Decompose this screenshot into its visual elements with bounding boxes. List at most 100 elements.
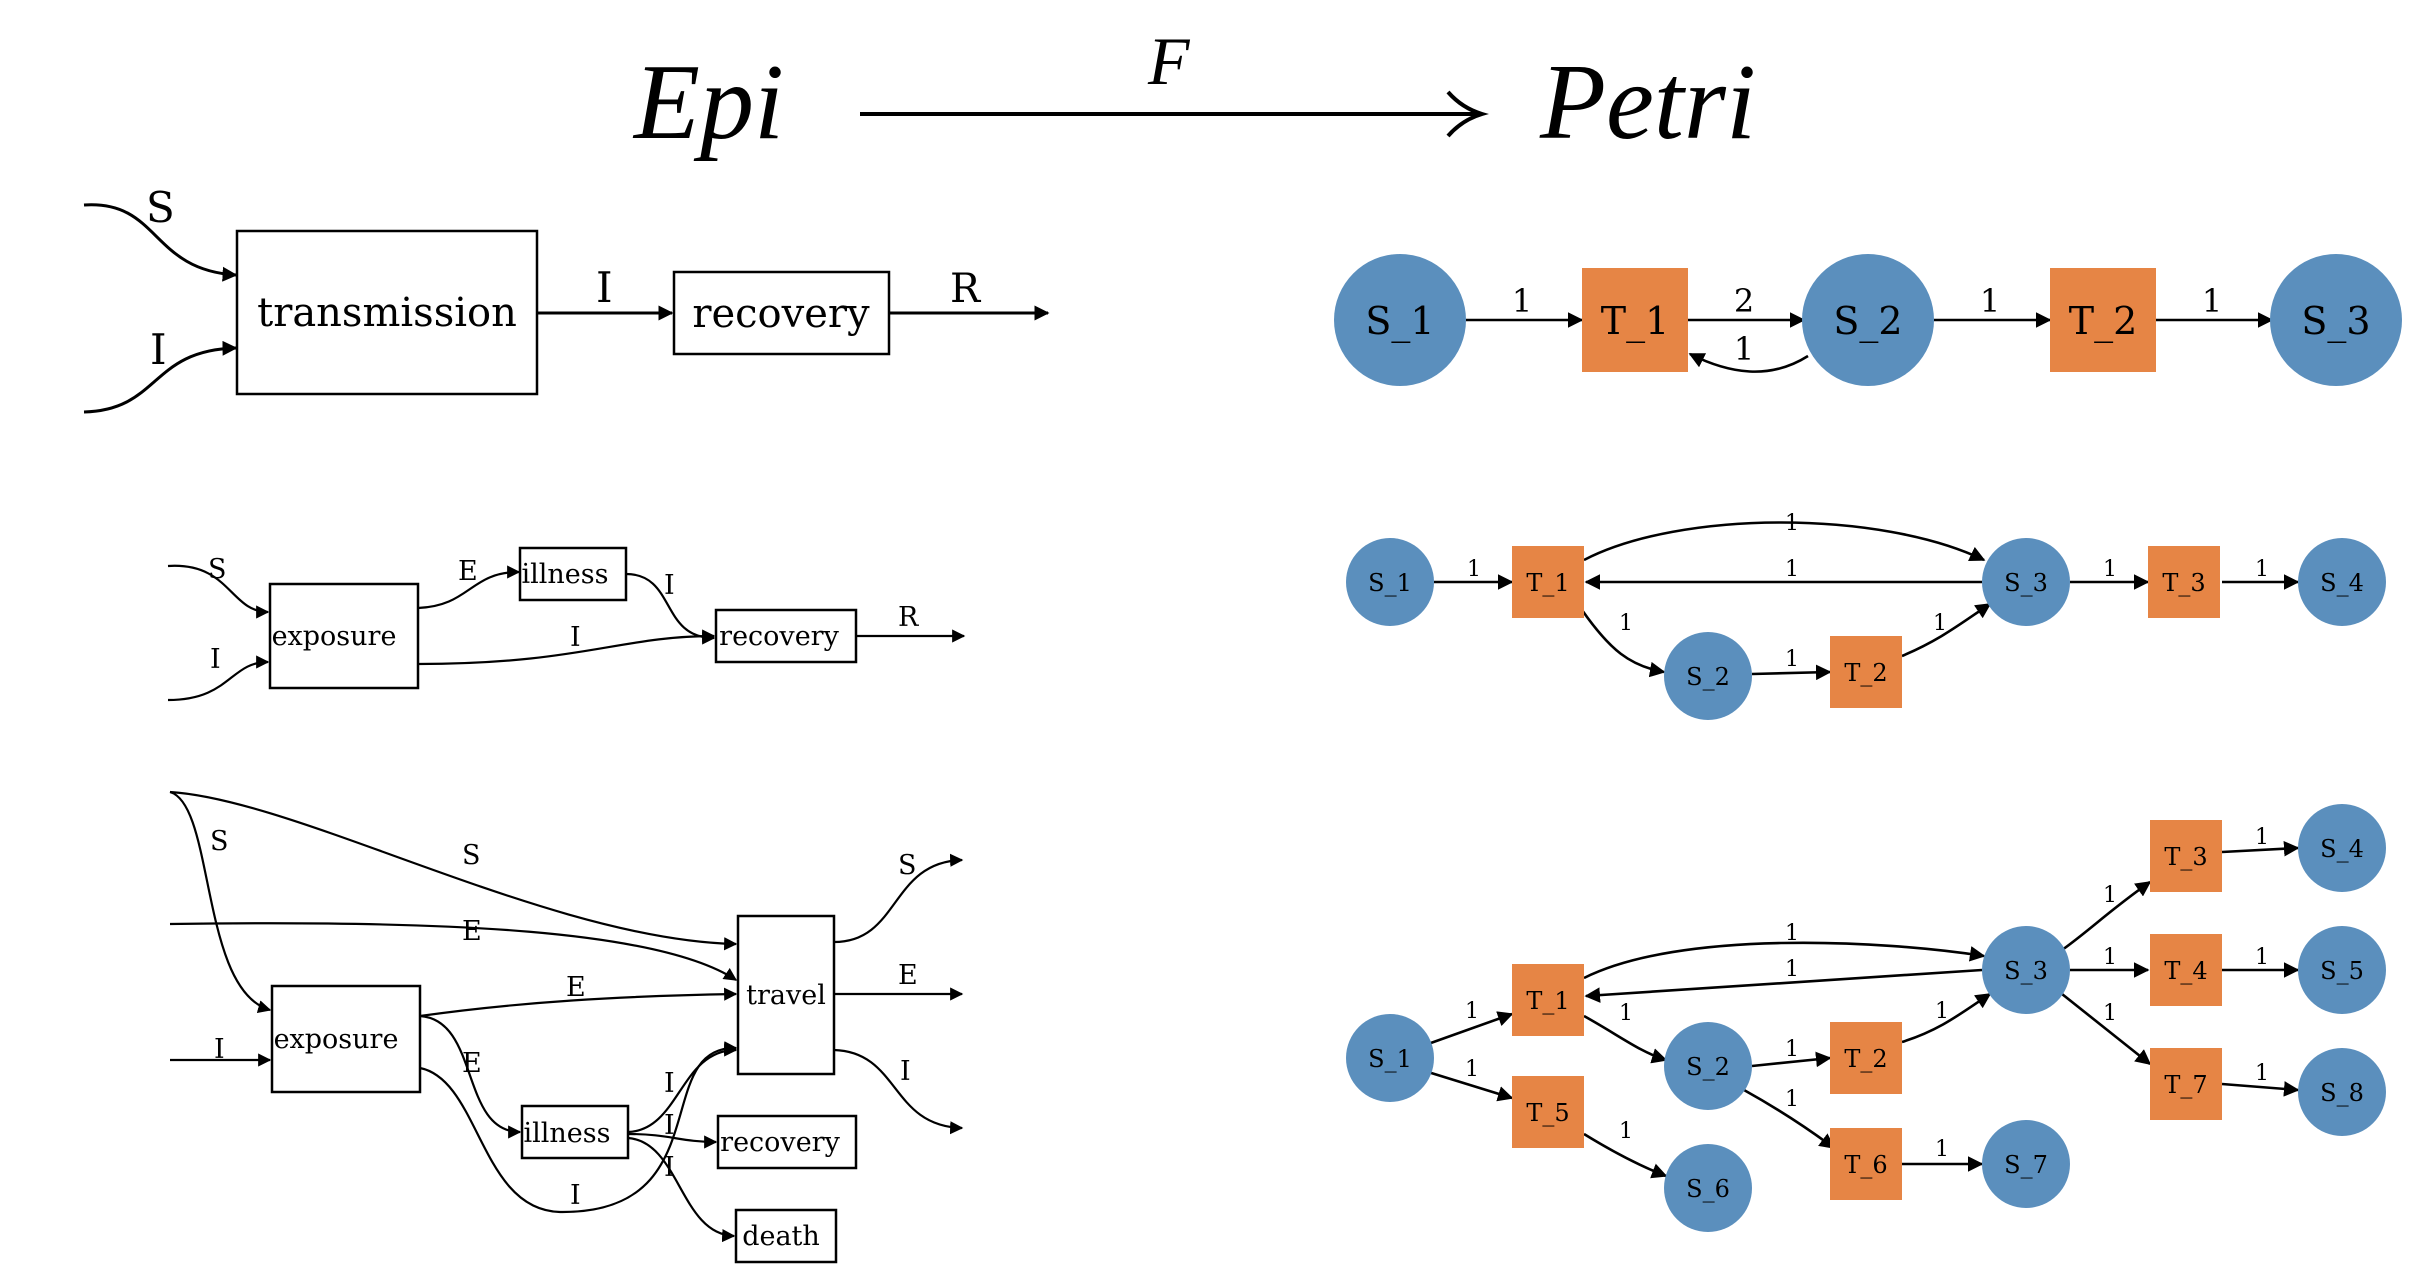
place-label: S_1 (1368, 1045, 1412, 1073)
arc-t3-s4 (2221, 840, 2300, 857)
box-label: death (742, 1221, 820, 1252)
transition-label: T_6 (1844, 1151, 1887, 1179)
wire-label: R (898, 602, 919, 633)
arc-t5-s6 (1583, 1132, 1668, 1179)
arc-s2-t6 (1743, 1088, 1836, 1150)
arc-s3-t7 (2061, 992, 2152, 1066)
arc-s1-t5 (1427, 1070, 1514, 1102)
box-illness (520, 1104, 630, 1160)
target-category-label: Petri (1539, 43, 1756, 162)
wire-e (417, 565, 521, 610)
transition-node (1512, 546, 1584, 618)
box-label: illness (524, 1118, 611, 1149)
wire-i-out (833, 1048, 964, 1135)
wire-label: S (208, 554, 227, 585)
transition-node (1582, 268, 1688, 372)
transition-node (2150, 820, 2222, 892)
arc-weight: 1 (2103, 945, 2117, 970)
epi-diagram-travel: S S E I exposure E E I illness I I I tra… (169, 790, 964, 1264)
place-node (2298, 538, 2386, 626)
wire-label: E (458, 556, 478, 587)
box-exposure (270, 984, 422, 1094)
transition-node (2148, 546, 2220, 618)
wire-s-out (833, 853, 964, 944)
box-recovery (714, 608, 858, 664)
wire-label: R (950, 266, 982, 312)
arc-weight: 1 (2255, 945, 2269, 970)
wire-label: E (462, 1048, 482, 1079)
box-exposure (268, 582, 420, 690)
wire-i-recovery (627, 1132, 718, 1149)
arc-weight: 1 (1785, 957, 1799, 982)
transition-node (2150, 934, 2222, 1006)
wire-label: E (898, 960, 918, 991)
place-node (2298, 1048, 2386, 1136)
place-node (1346, 538, 1434, 626)
transition-label: T_4 (2164, 957, 2207, 985)
wire-label: I (214, 1034, 225, 1065)
place-node (1982, 926, 2070, 1014)
wire-label: S (210, 826, 229, 857)
wire-label: I (570, 622, 581, 653)
place-node (1982, 538, 2070, 626)
petri-net-seir: S_1 S_2 S_3 S_4 T_1 T_2 T_3 1 1 1 1 1 1 … (1346, 511, 2386, 720)
place-node (1982, 1120, 2070, 1208)
epi-diagram-sir: S I transmission I recovery R (83, 183, 1050, 414)
place-label: S_8 (2320, 1079, 2364, 1107)
wire-label: S (146, 183, 175, 232)
arc-s2-t2 (1751, 664, 1832, 681)
place-label: S_2 (1833, 299, 1902, 344)
source-category-label: Epi (632, 43, 784, 162)
arc-s2-t1 (1688, 352, 1809, 373)
box-label: recovery (720, 1127, 840, 1158)
place-label: S_3 (2004, 957, 2048, 985)
functor-arrowhead (1446, 90, 1489, 138)
box-transmission (235, 229, 539, 396)
arc-weight: 1 (1467, 557, 1481, 582)
box-illness (518, 546, 628, 602)
transition-label: T_3 (2162, 569, 2205, 597)
wire-s-down (169, 790, 272, 1014)
functor-header: Epi F Petri (632, 23, 1756, 162)
wire-label: I (596, 263, 613, 312)
place-label: S_7 (2004, 1151, 2048, 1179)
box-travel (736, 914, 836, 1076)
petri-net-sir: S_1 S_2 S_3 T_1 T_2 1 2 1 1 1 (1334, 254, 2402, 386)
arc-weight: 1 (1785, 511, 1799, 536)
wire-s-in (83, 203, 238, 282)
transition-label: T_5 (1526, 1099, 1569, 1127)
place-label: S_1 (1368, 569, 1412, 597)
wire-i-bypass (417, 629, 716, 666)
arc-weight: 2 (1734, 282, 1754, 320)
arc-weight: 1 (1465, 999, 1479, 1024)
arc-weight: 1 (1935, 999, 1949, 1024)
arc-s2-t2 (1751, 1051, 1832, 1068)
place-node (1664, 1144, 1752, 1232)
arc-weight: 1 (2202, 282, 2222, 320)
arc-s3-t3 (2061, 880, 2152, 952)
arc-weight: 1 (2103, 1001, 2117, 1026)
wire-label: I (664, 1068, 675, 1099)
arc-weight: 1 (1933, 611, 1947, 636)
arc-weight: 1 (1980, 282, 2000, 320)
place-node (1334, 254, 1466, 386)
box-recovery (716, 1114, 858, 1170)
transition-label: T_7 (2164, 1071, 2207, 1099)
place-label: S_4 (2320, 569, 2364, 597)
place-node (2298, 926, 2386, 1014)
place-label: S_1 (1365, 299, 1434, 344)
arc-weight: 1 (1785, 557, 1799, 582)
arc-weight: 1 (1785, 1087, 1799, 1112)
arc-weight: 1 (1619, 1001, 1633, 1026)
transition-node (1512, 1076, 1584, 1148)
transition-label: T_2 (2069, 299, 2138, 344)
place-label: S_2 (1686, 1053, 1730, 1081)
transition-node (1512, 964, 1584, 1036)
arc-s1-t1 (1427, 1011, 1514, 1046)
place-label: S_4 (2320, 835, 2364, 863)
box-label: exposure (272, 621, 397, 652)
wire-label: I (900, 1056, 911, 1087)
wire-label: I (150, 325, 167, 374)
place-node (2298, 804, 2386, 892)
arc-weight: 1 (2255, 825, 2269, 850)
